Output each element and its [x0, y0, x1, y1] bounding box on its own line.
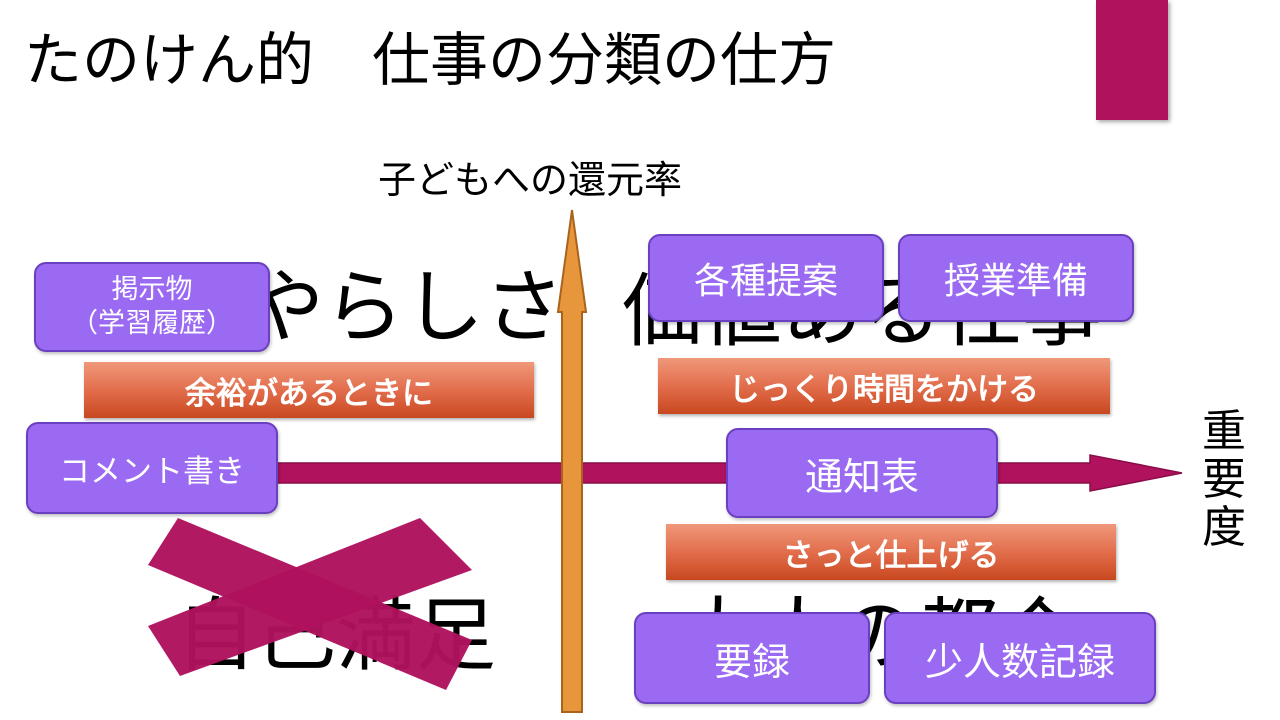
banner-when-spare-time: 余裕があるときに — [84, 362, 534, 418]
task-keiji: 掲示物 （学習履歴） — [34, 262, 270, 352]
page-title: たのけん的 仕事の分類の仕方 — [24, 26, 837, 94]
banner-finish-quickly: さっと仕上げる — [666, 524, 1116, 580]
quadrant-top-left-label: やらしさ — [244, 261, 564, 354]
x-axis-label: 重要度 — [1202, 406, 1246, 553]
accent-block — [1096, 0, 1168, 120]
task-jugyo: 授業準備 — [898, 234, 1134, 322]
y-axis-arrow — [556, 209, 588, 713]
task-comment: コメント書き — [26, 422, 278, 514]
y-axis-label: 子どもへの還元率 — [378, 158, 683, 202]
task-tsuchi: 通知表 — [726, 428, 998, 518]
task-shoninzu: 少人数記録 — [884, 612, 1156, 704]
banner-take-time: じっくり時間をかける — [658, 358, 1110, 414]
task-yoroku: 要録 — [634, 612, 870, 704]
task-teian: 各種提案 — [648, 234, 884, 322]
